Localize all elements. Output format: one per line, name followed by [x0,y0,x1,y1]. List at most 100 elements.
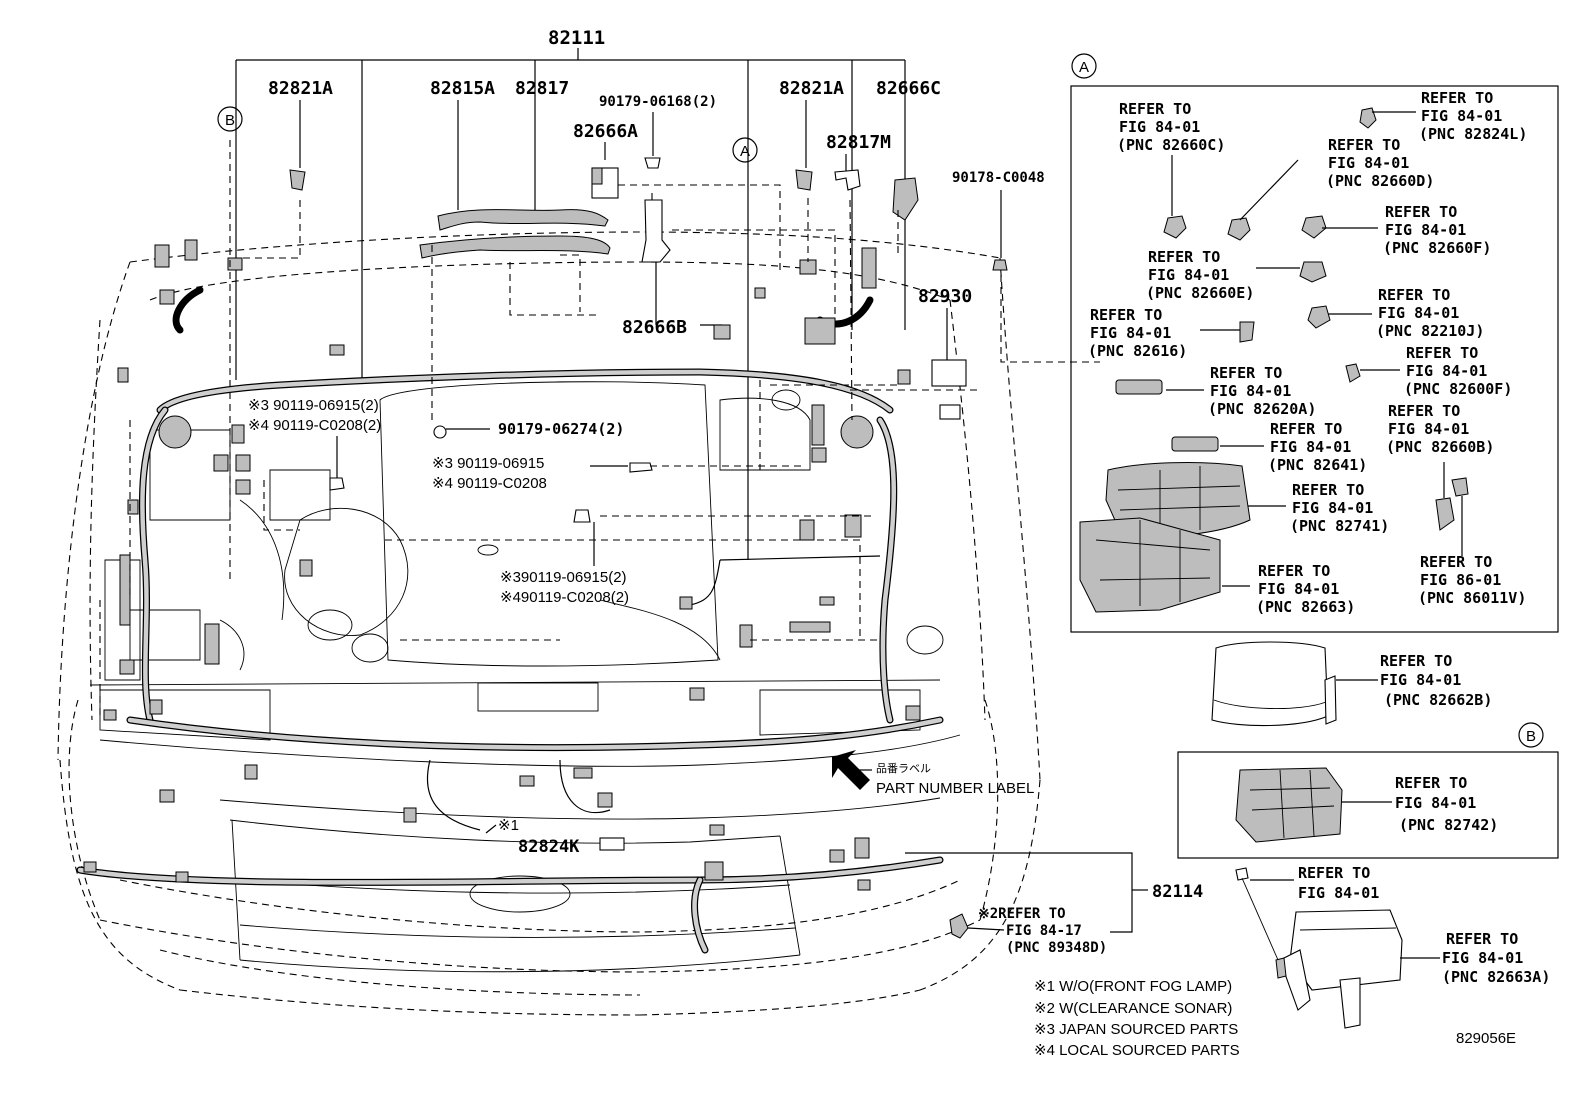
svg-text:B: B [225,112,235,129]
clearance-sonar-connector [949,913,969,939]
bolt-callout-1-line1: ※3 90119-06915(2) [248,397,379,414]
ref-82742-line1: REFER TO [1395,774,1467,792]
panel-a-ref-11-l1: REFER TO [1292,481,1364,499]
circle-a-top: A [732,137,758,163]
panel-a-ref-0-l3: (PNC 82824L) [1419,125,1527,143]
panel-a-ref-7-l3: (PNC 82620A) [1208,400,1316,418]
bracket-82663a [1235,867,1403,1029]
panel-a-ref-3-l3: (PNC 82660F) [1383,239,1491,257]
callout-82821a-left: 82821A [268,78,333,99]
dashed-connections [99,140,1100,720]
ref-82662b-line1: REFER TO [1380,652,1452,670]
panel-a-parts [1079,107,1469,613]
panel-b-relay-block [1235,767,1343,843]
panel-a-ref-8-l2: FIG 84-01 [1406,362,1487,380]
panel-a-ref-5-l3: (PNC 82616) [1088,342,1187,360]
note-2-line3: (PNC 89348D) [1006,940,1107,956]
panel-a-ref-10-l2: FIG 84-01 [1388,420,1469,438]
ref-bolt-line2: FIG 84-01 [1298,884,1379,902]
panel-a-ref-4-l2: FIG 84-01 [1148,266,1229,284]
bolt-callout-3-line2: ※4 90119-C0208 [432,475,547,492]
note-1-marker: ※1 [498,817,519,834]
panel-a-ref-11-l3: (PNC 82741) [1290,517,1389,535]
panel-a-ref-13-l3: (PNC 86011V) [1418,589,1526,607]
part-number-label-jp: 品番ラベル [876,762,931,775]
panel-a-ref-9-l3: (PNC 82641) [1268,456,1367,474]
panel-a-ref-12-l2: FIG 84-01 [1258,580,1339,598]
ref-82662b-line3: (PNC 82662B) [1384,691,1492,709]
panel-a-ref-11-l2: FIG 84-01 [1292,499,1373,517]
callout-82666b: 82666B [622,317,687,338]
top-leaders [299,100,1002,360]
circle-b-left: B [217,106,243,132]
legend-note-1: ※1 W/O(FRONT FOG LAMP) [1034,978,1232,995]
engine-block [104,381,944,681]
panel-a-ref-8-l1: REFER TO [1406,344,1478,362]
callout-82666c: 82666C [876,78,941,99]
callout-82666a: 82666A [573,121,638,142]
panel-a-ref-5-l2: FIG 84-01 [1090,324,1171,342]
svg-text:A: A [1079,59,1089,76]
callout-82930: 82930 [918,286,972,307]
panel-a-ref-1-l2: FIG 84-01 [1119,118,1200,136]
circle-b-panel: B [1518,722,1544,748]
callout-90178-c0048: 90178-C0048 [952,170,1045,186]
part-number-label-arrow [832,750,872,790]
note-1-leader [485,824,497,834]
bolt-callout-4-line1: ※390119-06915(2) [500,569,627,586]
panel-a-ref-5-l1: REFER TO [1090,306,1162,324]
panel-a-ref-10-l1: REFER TO [1388,402,1460,420]
note-2-line2: FIG 84-17 [1006,923,1082,939]
callout-90179-06168: 90179-06168(2) [599,94,717,110]
panel-a-ref-2-l1: REFER TO [1328,136,1400,154]
top-parts [289,157,1008,523]
bolt-callout-4-line2: ※490119-C0208(2) [500,589,629,606]
callout-82815a: 82815A [430,78,495,99]
ref-82663a-line1: REFER TO [1446,930,1518,948]
panel-a-ref-13-l2: FIG 86-01 [1420,571,1501,589]
bolt-callout-3-line1: ※3 90119-06915 [432,455,544,472]
panel-a-ref-0-l2: FIG 84-01 [1421,107,1502,125]
ref-82662b-line2: FIG 84-01 [1380,671,1461,689]
illustration-code: 829056E [1456,1030,1516,1047]
callout-82114-bracket [905,852,1133,933]
wire-harness [76,286,944,954]
note-2-line1: ※2REFER TO [978,906,1066,922]
panel-a-ref-4-l1: REFER TO [1148,248,1220,266]
panel-a-ref-7-l2: FIG 84-01 [1210,382,1291,400]
panel-a-ref-6-l3: (PNC 82210J) [1376,322,1484,340]
bolt-callout-2: 90179-06274(2) [498,420,624,438]
panel-b-box [1177,751,1559,859]
panel-a-ref-6-l1: REFER TO [1378,286,1450,304]
svg-text:B: B [1526,728,1536,745]
ref-82663a-line2: FIG 84-01 [1442,949,1523,967]
panel-a-ref-13-l1: REFER TO [1420,553,1492,571]
callout-82821a-right: 82821A [779,78,844,99]
callout-82114: 82114 [1152,882,1203,902]
panel-a-ref-6-l2: FIG 84-01 [1378,304,1459,322]
panel-a-ref-12-l1: REFER TO [1258,562,1330,580]
legend-note-2: ※2 W(CLEARANCE SONAR) [1034,1000,1232,1017]
main-part-leader [235,48,906,560]
panel-a-leaders [1166,111,1463,587]
ref-bolt-line1: REFER TO [1298,864,1370,882]
bolt-callout-1-line2: ※4 90119-C0208(2) [248,417,381,434]
panel-a-ref-1-l3: (PNC 82660C) [1117,136,1225,154]
ref-82742-line3: (PNC 82742) [1399,816,1498,834]
panel-a-ref-8-l3: (PNC 82600F) [1404,380,1512,398]
relay-box-cover [1211,641,1337,727]
panel-a-ref-4-l3: (PNC 82660E) [1146,284,1254,302]
main-part-number: 82111 [548,27,605,49]
panel-a-ref-2-l3: (PNC 82660D) [1326,172,1434,190]
panel-a-ref-1-l1: REFER TO [1119,100,1191,118]
part-number-label-en: PART NUMBER LABEL [876,780,1034,797]
panel-a-box [1070,85,1559,633]
callout-82824k: 82824K [518,837,580,857]
circle-a-panel: A [1071,53,1097,79]
ref-82742-line2: FIG 84-01 [1395,794,1476,812]
panel-a-ref-2-l2: FIG 84-01 [1328,154,1409,172]
panel-a-ref-9-l2: FIG 84-01 [1270,438,1351,456]
legend-note-3: ※3 JAPAN SOURCED PARTS [1034,1021,1238,1038]
legend-note-4: ※4 LOCAL SOURCED PARTS [1034,1042,1240,1059]
